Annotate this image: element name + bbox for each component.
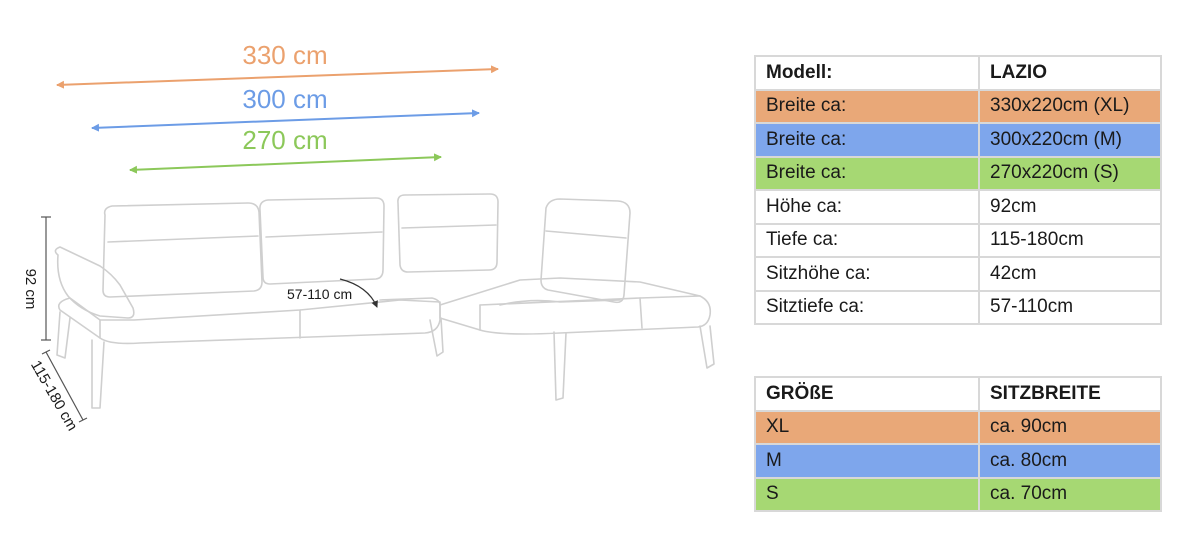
spec-value: 92cm bbox=[978, 189, 1162, 225]
width-xl-arrow bbox=[56, 65, 499, 89]
spec-label: Tiefe ca: bbox=[754, 222, 980, 258]
size-row-m: M ca. 80cm bbox=[754, 443, 1162, 479]
width-m-arrow bbox=[91, 109, 480, 132]
height-dimension-line bbox=[41, 216, 51, 341]
spec-label: Höhe ca: bbox=[754, 189, 980, 225]
seat-depth-label: 57-110 cm bbox=[287, 286, 352, 302]
spec-value: 300x220cm (M) bbox=[978, 122, 1162, 158]
seat-depth-arrow bbox=[339, 278, 378, 308]
size-value: ca. 90cm bbox=[978, 409, 1162, 445]
spec-label: Breite ca: bbox=[754, 88, 980, 124]
spec-header-value: LAZIO bbox=[978, 55, 1162, 91]
spec-row-seat-depth: Sitztiefe ca: 57-110cm bbox=[754, 289, 1162, 325]
size-header-row: GRÖßE SITZBREITE bbox=[754, 376, 1162, 412]
spec-label: Sitztiefe ca: bbox=[754, 289, 980, 325]
size-label: S bbox=[754, 476, 980, 512]
spec-label: Breite ca: bbox=[754, 122, 980, 158]
spec-value: 270x220cm (S) bbox=[978, 155, 1162, 191]
size-header-label: GRÖßE bbox=[754, 376, 980, 412]
spec-row-seat-height: Sitzhöhe ca: 42cm bbox=[754, 256, 1162, 292]
sofa-outline bbox=[54, 193, 715, 409]
spec-header-label: Modell: bbox=[754, 55, 980, 91]
height-label: 92 cm bbox=[22, 269, 39, 310]
width-m-label: 300 cm bbox=[242, 84, 327, 114]
size-row-s: S ca. 70cm bbox=[754, 476, 1162, 512]
size-header-value: SITZBREITE bbox=[978, 376, 1162, 412]
spec-value: 330x220cm (XL) bbox=[978, 88, 1162, 124]
sofa-dimension-diagram: 330 cm 300 cm 270 cm 57- bbox=[22, 40, 715, 434]
depth-dimension-line bbox=[41, 349, 88, 423]
spec-label: Breite ca: bbox=[754, 155, 980, 191]
spec-row-width-m: Breite ca: 300x220cm (M) bbox=[754, 122, 1162, 158]
spec-value: 57-110cm bbox=[978, 289, 1162, 325]
specification-table: Modell: LAZIO Breite ca: 330x220cm (XL) … bbox=[754, 55, 1162, 325]
size-value: ca. 70cm bbox=[978, 476, 1162, 512]
width-s-arrow bbox=[129, 153, 442, 174]
width-s-label: 270 cm bbox=[242, 125, 327, 155]
width-xl-label: 330 cm bbox=[242, 40, 327, 70]
size-label: M bbox=[754, 443, 980, 479]
spec-value: 42cm bbox=[978, 256, 1162, 292]
depth-label: 115-180 cm bbox=[27, 358, 81, 434]
spec-label: Sitzhöhe ca: bbox=[754, 256, 980, 292]
size-value: ca. 80cm bbox=[978, 443, 1162, 479]
spec-row-width-xl: Breite ca: 330x220cm (XL) bbox=[754, 88, 1162, 124]
size-label: XL bbox=[754, 409, 980, 445]
spec-value: 115-180cm bbox=[978, 222, 1162, 258]
spec-row-depth: Tiefe ca: 115-180cm bbox=[754, 222, 1162, 258]
size-table: GRÖßE SITZBREITE XL ca. 90cm M ca. 80cm … bbox=[754, 376, 1162, 512]
spec-row-height: Höhe ca: 92cm bbox=[754, 189, 1162, 225]
spec-header-row: Modell: LAZIO bbox=[754, 55, 1162, 91]
spec-row-width-s: Breite ca: 270x220cm (S) bbox=[754, 155, 1162, 191]
size-row-xl: XL ca. 90cm bbox=[754, 409, 1162, 445]
